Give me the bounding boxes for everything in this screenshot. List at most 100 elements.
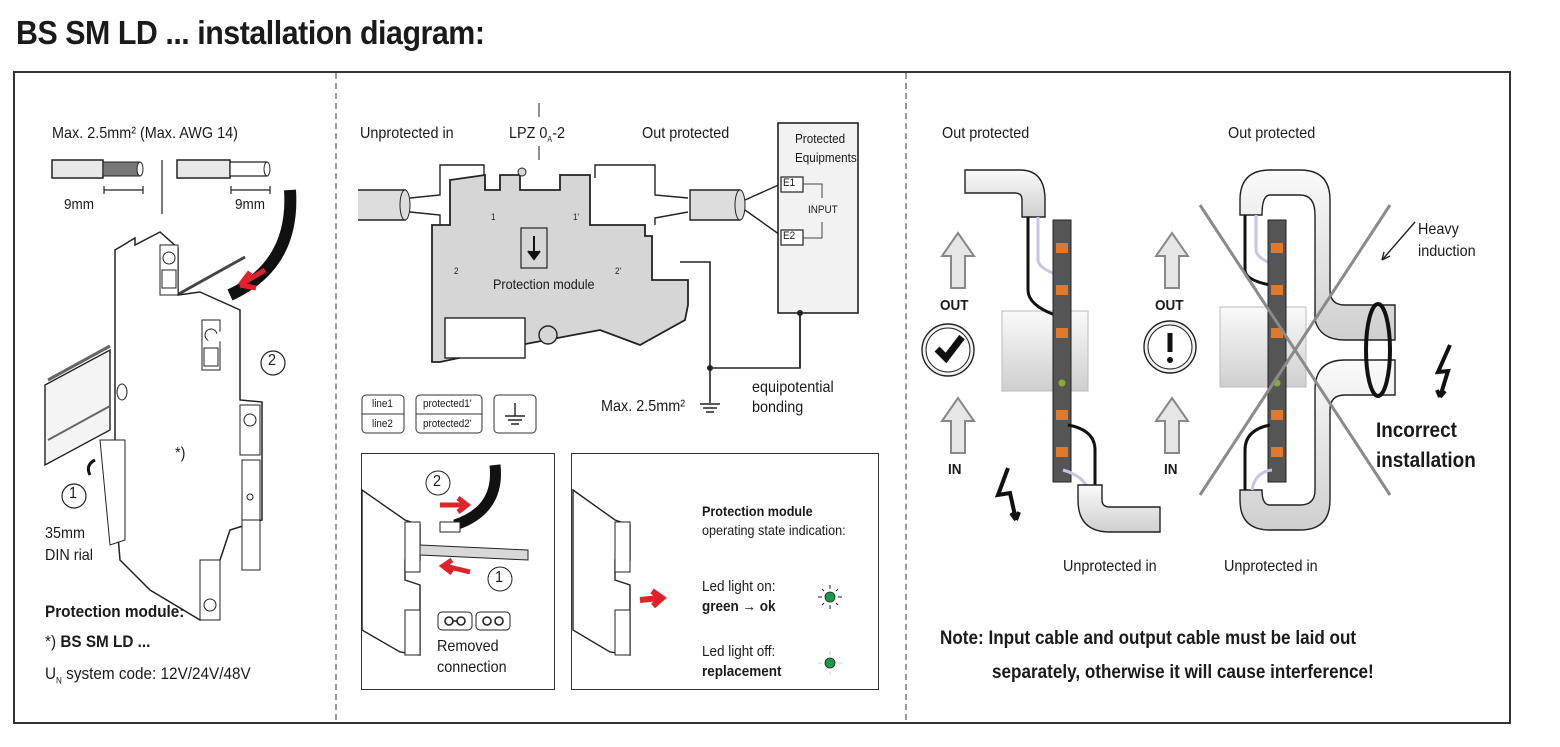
out-arrow-icon (940, 231, 976, 289)
induction-loop-icon (1364, 302, 1392, 398)
note-line-2: separately, otherwise it will cause inte… (992, 662, 1374, 683)
led-on-state: green → ok (702, 598, 776, 615)
page-title: BS SM LD ... installation diagram: (16, 14, 485, 51)
input-label: INPUT (808, 204, 838, 216)
note-line-1: Note: Input cable and output cable must … (940, 628, 1357, 649)
verdict-label-1: Incorrect (1376, 419, 1457, 442)
module-marker: *) (175, 445, 186, 462)
screwdriver-icon (419, 544, 529, 561)
equipment-title-1: Protected (795, 131, 846, 146)
indicator-arrow-icon (639, 588, 667, 609)
din-rail-icon (44, 255, 246, 467)
terminal-2-prime: 2' (615, 266, 622, 276)
legend-line1: line1 (372, 398, 393, 410)
removal-illustration (361, 464, 529, 656)
bonding-label-1: equipotential (752, 379, 834, 396)
check-icon (921, 323, 975, 377)
warning-icon (1143, 320, 1197, 374)
in-arrow-icon (1154, 396, 1190, 454)
lpz-text: LPZ 0 (509, 125, 548, 142)
step-2-badge (260, 350, 286, 376)
output-cable-icon (964, 169, 1046, 218)
module-name-text: BS SM LD ... (60, 632, 151, 651)
module-name-prefix: *) (45, 632, 57, 651)
verdict-label-2: installation (1376, 449, 1476, 472)
terminal-2: 2 (454, 266, 459, 276)
pull-arrow-icon (440, 496, 472, 514)
output-cable-looped (1239, 169, 1396, 341)
insert-arrow-icon (238, 267, 267, 291)
ferrule-wire-icon (176, 159, 271, 194)
led-on-label: Led light on: (702, 578, 776, 595)
step-1-number: 1 (69, 485, 78, 502)
system-code-symbol: U (45, 664, 57, 683)
stripped-wire-icon (51, 159, 144, 194)
removal-step-1: 1 (495, 569, 504, 586)
module-name: *) BS SM LD ... (45, 632, 150, 652)
module-label: Protection module (493, 276, 595, 292)
din-rail-section (1001, 310, 1089, 392)
panel-divider-right (905, 73, 907, 720)
input-cable-icon (358, 164, 485, 225)
terminal-block-strip (1052, 219, 1072, 483)
indication-subheading: operating state indication: (702, 522, 846, 538)
out-arrow-icon (1154, 231, 1190, 289)
lpz-subscript: A (547, 135, 553, 145)
protection-module-schematic (431, 167, 689, 363)
legend-protected2: protected2' (423, 418, 472, 430)
terminal-1: 1 (491, 212, 496, 222)
correct-in-label: IN (948, 461, 962, 478)
lpz-label: LPZ 0A-2 (509, 125, 565, 144)
terminal-e2: E2 (783, 230, 796, 242)
open-connection-icon (475, 611, 511, 631)
removal-step-2: 2 (433, 473, 442, 490)
step-2-badge (425, 470, 451, 496)
unprotected-in-label: Unprotected in (360, 125, 454, 142)
snap-arrow-icon (86, 458, 96, 476)
induction-label-1: Heavy (1418, 221, 1459, 238)
removed-caption-1: Removed (437, 638, 499, 655)
bonding-label-2: bonding (752, 399, 804, 416)
incorrect-in-label: IN (1164, 461, 1178, 478)
wire-spec: Max. 2.5mm² (Max. AWG 14) (52, 125, 238, 142)
legend-protected1: protected1' (423, 398, 472, 410)
out-protected-label: Out protected (642, 125, 730, 142)
output-cable-icon (594, 164, 784, 238)
system-code: UN system code: 12V/24V/48V (45, 664, 251, 685)
input-cable-icon (1077, 484, 1161, 533)
equipment-title-2: Equipments (795, 150, 857, 165)
strip-length-2: 9mm (235, 196, 266, 213)
led-on-icon (818, 585, 842, 609)
wiring-schematic (358, 103, 859, 434)
correct-top-label: Out protected (942, 125, 1030, 142)
correct-installation (921, 169, 1161, 533)
legend-line2: line2 (372, 418, 393, 430)
correct-out-label: OUT (940, 297, 969, 314)
incorrect-out-label: OUT (1155, 297, 1184, 314)
incorrect-bottom-label: Unprotected in (1224, 558, 1318, 575)
mounting-illustration (44, 159, 297, 622)
incorrect-top-label: Out protected (1228, 125, 1316, 142)
ground-icon (700, 403, 720, 413)
in-arrow-icon (940, 396, 976, 454)
indication-heading: Protection module (702, 503, 813, 519)
lpz-suffix: -2 (552, 125, 566, 142)
incorrect-installation (1143, 169, 1452, 531)
rail-label-line2: DIN rial (45, 547, 94, 564)
push-arrow-icon (438, 557, 471, 575)
panel-divider-left (335, 73, 337, 720)
led-off-state: replacement (702, 663, 782, 680)
rail-label-line1: 35mm (45, 525, 86, 542)
diagram-frame (13, 71, 1511, 724)
protected-equipment-box (777, 122, 859, 314)
system-code-text: system code: 12V/24V/48V (66, 664, 251, 683)
led-off-icon (818, 651, 842, 675)
lightning-icon (994, 467, 1021, 522)
ground-wire-label: Max. 2.5mm² (601, 398, 686, 415)
terminal-1-prime: 1' (573, 212, 580, 222)
correct-bottom-label: Unprotected in (1063, 558, 1157, 575)
terminal-e1: E1 (783, 177, 796, 189)
lightning-icon (1434, 344, 1452, 399)
step-1-badge (487, 566, 513, 592)
